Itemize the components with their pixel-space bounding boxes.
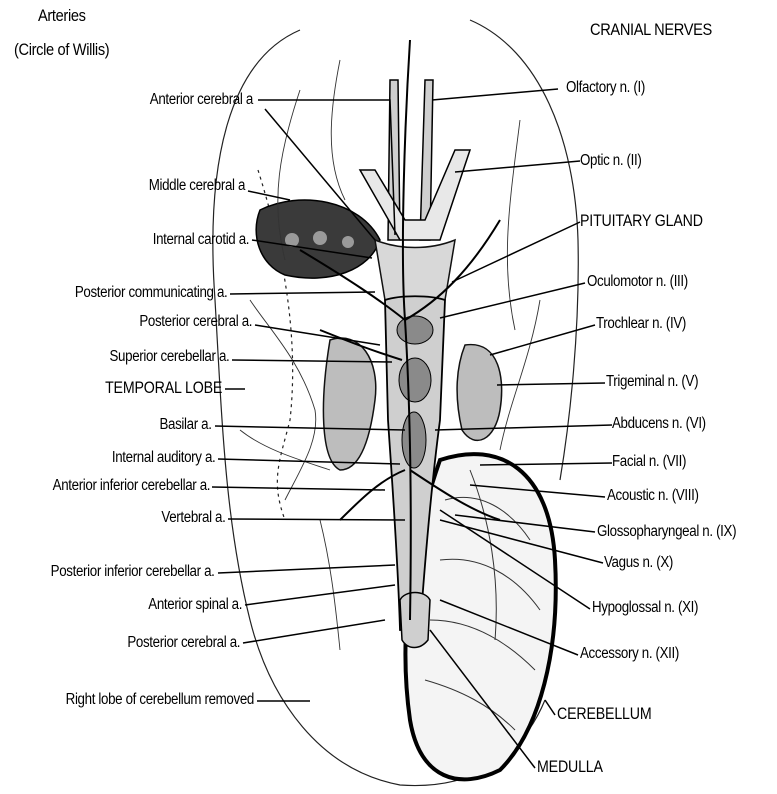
label-vagus-nerve: Vagus n. (X) bbox=[604, 554, 673, 572]
label-hypoglossal-nerve: Hypoglossal n. (XI) bbox=[592, 599, 698, 617]
label-oculomotor-nerve: Oculomotor n. (III) bbox=[587, 273, 688, 291]
label-accessory-nerve: Accessory n. (XII) bbox=[580, 645, 679, 663]
medulla-shape bbox=[400, 593, 430, 648]
temporal-lobe-shape bbox=[323, 338, 375, 470]
label-abducens-nerve: Abducens n. (VI) bbox=[612, 415, 706, 433]
label-internal-auditory-artery: Internal auditory a. bbox=[111, 449, 215, 467]
label-posterior-cerebral-artery-upper: Posterior cerebral a. bbox=[139, 313, 252, 331]
temporal-lobe-right bbox=[457, 345, 502, 441]
label-pituitary-gland: PITUITARY GLAND bbox=[580, 212, 703, 230]
label-olfactory-nerve: Olfactory n. (I) bbox=[566, 79, 645, 97]
label-trochlear-nerve: Trochlear n. (IV) bbox=[596, 315, 686, 333]
label-superior-cerebellar-artery: Superior cerebellar a. bbox=[109, 348, 229, 366]
arteries-heading: Arteries bbox=[38, 6, 86, 26]
circle-of-willis-subheading: (Circle of Willis) bbox=[14, 40, 109, 60]
label-trigeminal-nerve: Trigeminal n. (V) bbox=[606, 373, 698, 391]
label-posterior-inferior-cerebellar-artery: Posterior inferior cerebellar a. bbox=[51, 563, 215, 581]
label-posterior-cerebral-artery-lower: Posterior cerebral a. bbox=[127, 634, 240, 652]
label-glossopharyngeal-nerve: Glossopharyngeal n. (IX) bbox=[597, 523, 736, 541]
label-facial-nerve: Facial n. (VII) bbox=[612, 453, 686, 471]
label-middle-cerebral-artery: Middle cerebral a bbox=[149, 177, 245, 195]
label-basilar-artery: Basilar a. bbox=[160, 416, 212, 434]
cranial-nerves-heading: CRANIAL NERVES bbox=[590, 20, 712, 40]
label-anterior-spinal-artery: Anterior spinal a. bbox=[148, 596, 242, 614]
label-posterior-communicating-artery: Posterior communicating a. bbox=[74, 284, 227, 302]
label-acoustic-nerve: Acoustic n. (VIII) bbox=[607, 487, 699, 505]
label-medulla: MEDULLA bbox=[537, 758, 603, 776]
label-cerebellum: CEREBELLUM bbox=[557, 705, 651, 723]
label-right-lobe-cerebellum-removed: Right lobe of cerebellum removed bbox=[66, 691, 254, 709]
label-temporal-lobe: TEMPORAL LOBE bbox=[105, 379, 222, 397]
label-anterior-inferior-cerebellar-artery: Anterior inferior cerebellar a. bbox=[52, 477, 210, 495]
label-optic-nerve: Optic n. (II) bbox=[580, 152, 641, 170]
optic-chiasm bbox=[360, 150, 470, 240]
label-internal-carotid-artery: Internal carotid a. bbox=[153, 231, 249, 249]
label-vertebral-artery: Vertebral a. bbox=[161, 509, 225, 527]
label-anterior-cerebral-artery: Anterior cerebral a bbox=[150, 91, 253, 109]
